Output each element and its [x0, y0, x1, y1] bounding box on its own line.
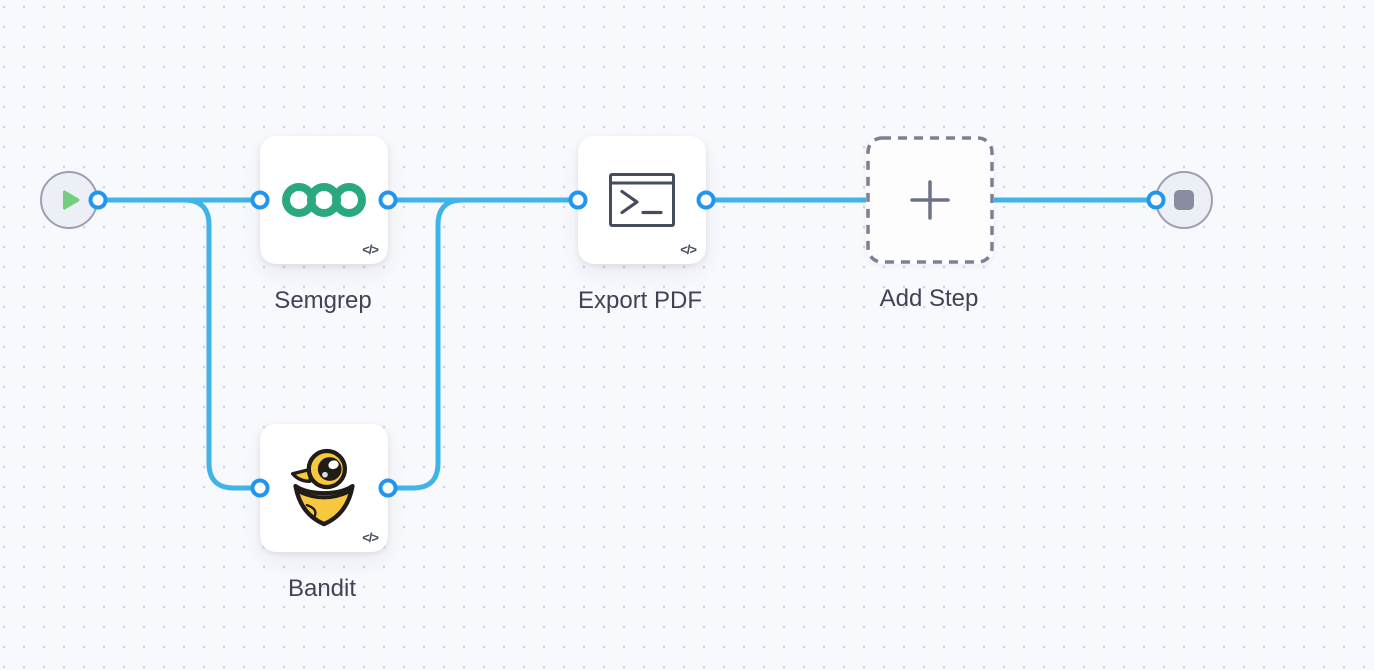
- start-node[interactable]: [40, 171, 98, 229]
- port-bandit-output[interactable]: [378, 478, 398, 498]
- edge-start-bandit[interactable]: [95, 197, 263, 491]
- node-bandit[interactable]: </>: [260, 424, 388, 552]
- port-end-input[interactable]: [1146, 190, 1166, 210]
- node-label-add-step: Add Step: [879, 285, 979, 312]
- node-add-step[interactable]: [866, 136, 994, 264]
- code-badge-icon: </>: [680, 242, 697, 257]
- node-label-export-pdf: Export PDF: [577, 287, 703, 314]
- node-label-bandit: Bandit: [287, 575, 357, 602]
- node-semgrep[interactable]: </>: [260, 136, 388, 264]
- port-export-pdf-output[interactable]: [696, 190, 716, 210]
- dashed-border: [866, 136, 994, 264]
- edge-bandit-export-pdf[interactable]: [385, 197, 581, 491]
- node-export-pdf[interactable]: </>: [578, 136, 706, 264]
- port-semgrep-input[interactable]: [250, 190, 270, 210]
- code-badge-icon: </>: [362, 242, 379, 257]
- bandit-logo-icon: [290, 448, 355, 527]
- stop-icon: [1174, 190, 1194, 210]
- semgrep-logo-icon: [282, 183, 366, 217]
- node-label-semgrep: Semgrep: [274, 287, 372, 314]
- port-semgrep-output[interactable]: [378, 190, 398, 210]
- play-icon: [62, 190, 79, 210]
- port-start-output[interactable]: [88, 190, 108, 210]
- terminal-icon: [609, 173, 675, 227]
- port-bandit-input[interactable]: [250, 478, 270, 498]
- plus-icon: [910, 180, 950, 220]
- code-badge-icon: </>: [362, 530, 379, 545]
- port-export-pdf-input[interactable]: [568, 190, 588, 210]
